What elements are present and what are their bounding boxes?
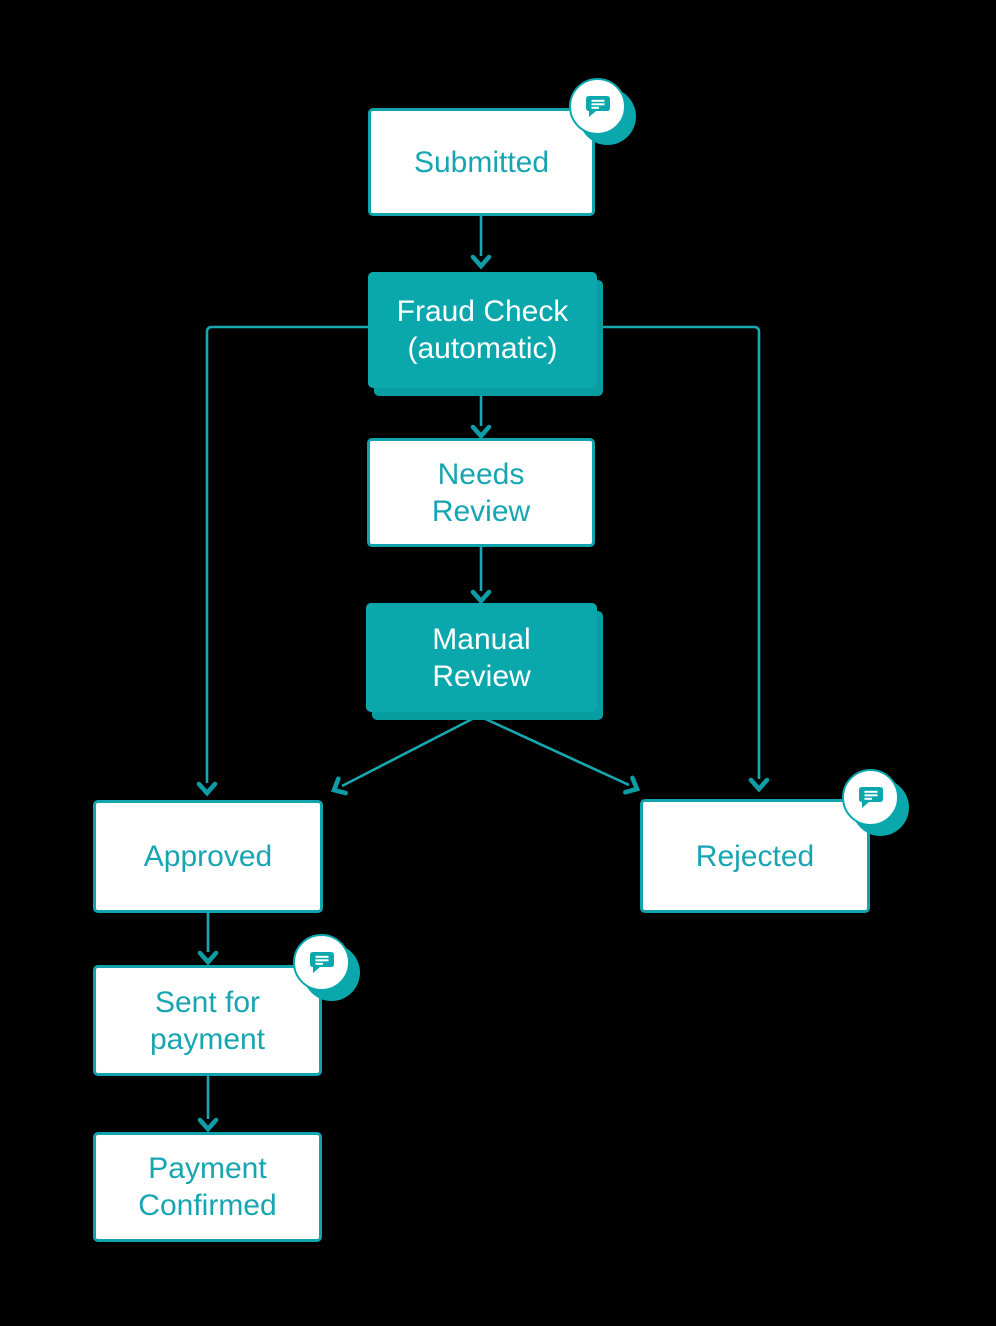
edge-manual-review-rejected[interactable] [478,714,641,796]
node-manual-review[interactable]: Manual Review [366,603,597,712]
edge-approved-sent-for-payment[interactable] [197,913,219,966]
edge-fraud-check-approved[interactable] [196,325,368,797]
node-fraud-check[interactable]: Fraud Check (automatic) [368,272,597,388]
node-sent-for-payment[interactable]: Sent for payment [93,965,322,1076]
edge-submitted-fraud-check[interactable] [470,216,492,270]
edge-fraud-check-rejected[interactable] [603,325,770,793]
comment-badge-sent-for-payment[interactable] [293,934,363,1004]
node-fraud-check-label: Fraud Check (automatic) [396,295,569,365]
node-approved-label: Approved [143,840,273,873]
edge-fraud-check-needs-review[interactable] [470,396,492,440]
node-rejected-label: Rejected [695,839,815,873]
edge-manual-review-approved[interactable] [330,714,479,797]
node-submitted-label: Submitted [413,145,550,179]
comment-icon [309,951,334,973]
node-needs-review-label: Needs Review [431,457,531,528]
node-approved[interactable]: Approved [93,800,323,913]
node-manual-review-label: Manual Review [432,622,531,693]
node-payment-confirmed-label: Payment Confirmed [138,1152,277,1222]
node-payment-confirmed[interactable]: Payment Confirmed [93,1132,322,1242]
node-sent-for-payment-label: Sent for payment [149,985,266,1056]
node-submitted[interactable]: Submitted [368,108,595,216]
comment-icon [858,786,883,808]
node-rejected[interactable]: Rejected [640,799,870,913]
edge-needs-review-manual-review[interactable] [470,547,492,605]
node-needs-review[interactable]: Needs Review [367,438,595,547]
edge-sent-for-payment-payment-confirmed[interactable] [197,1076,219,1133]
comment-badge-rejected[interactable] [842,769,912,839]
comment-badge-submitted[interactable] [569,78,639,148]
comment-icon [585,95,610,117]
